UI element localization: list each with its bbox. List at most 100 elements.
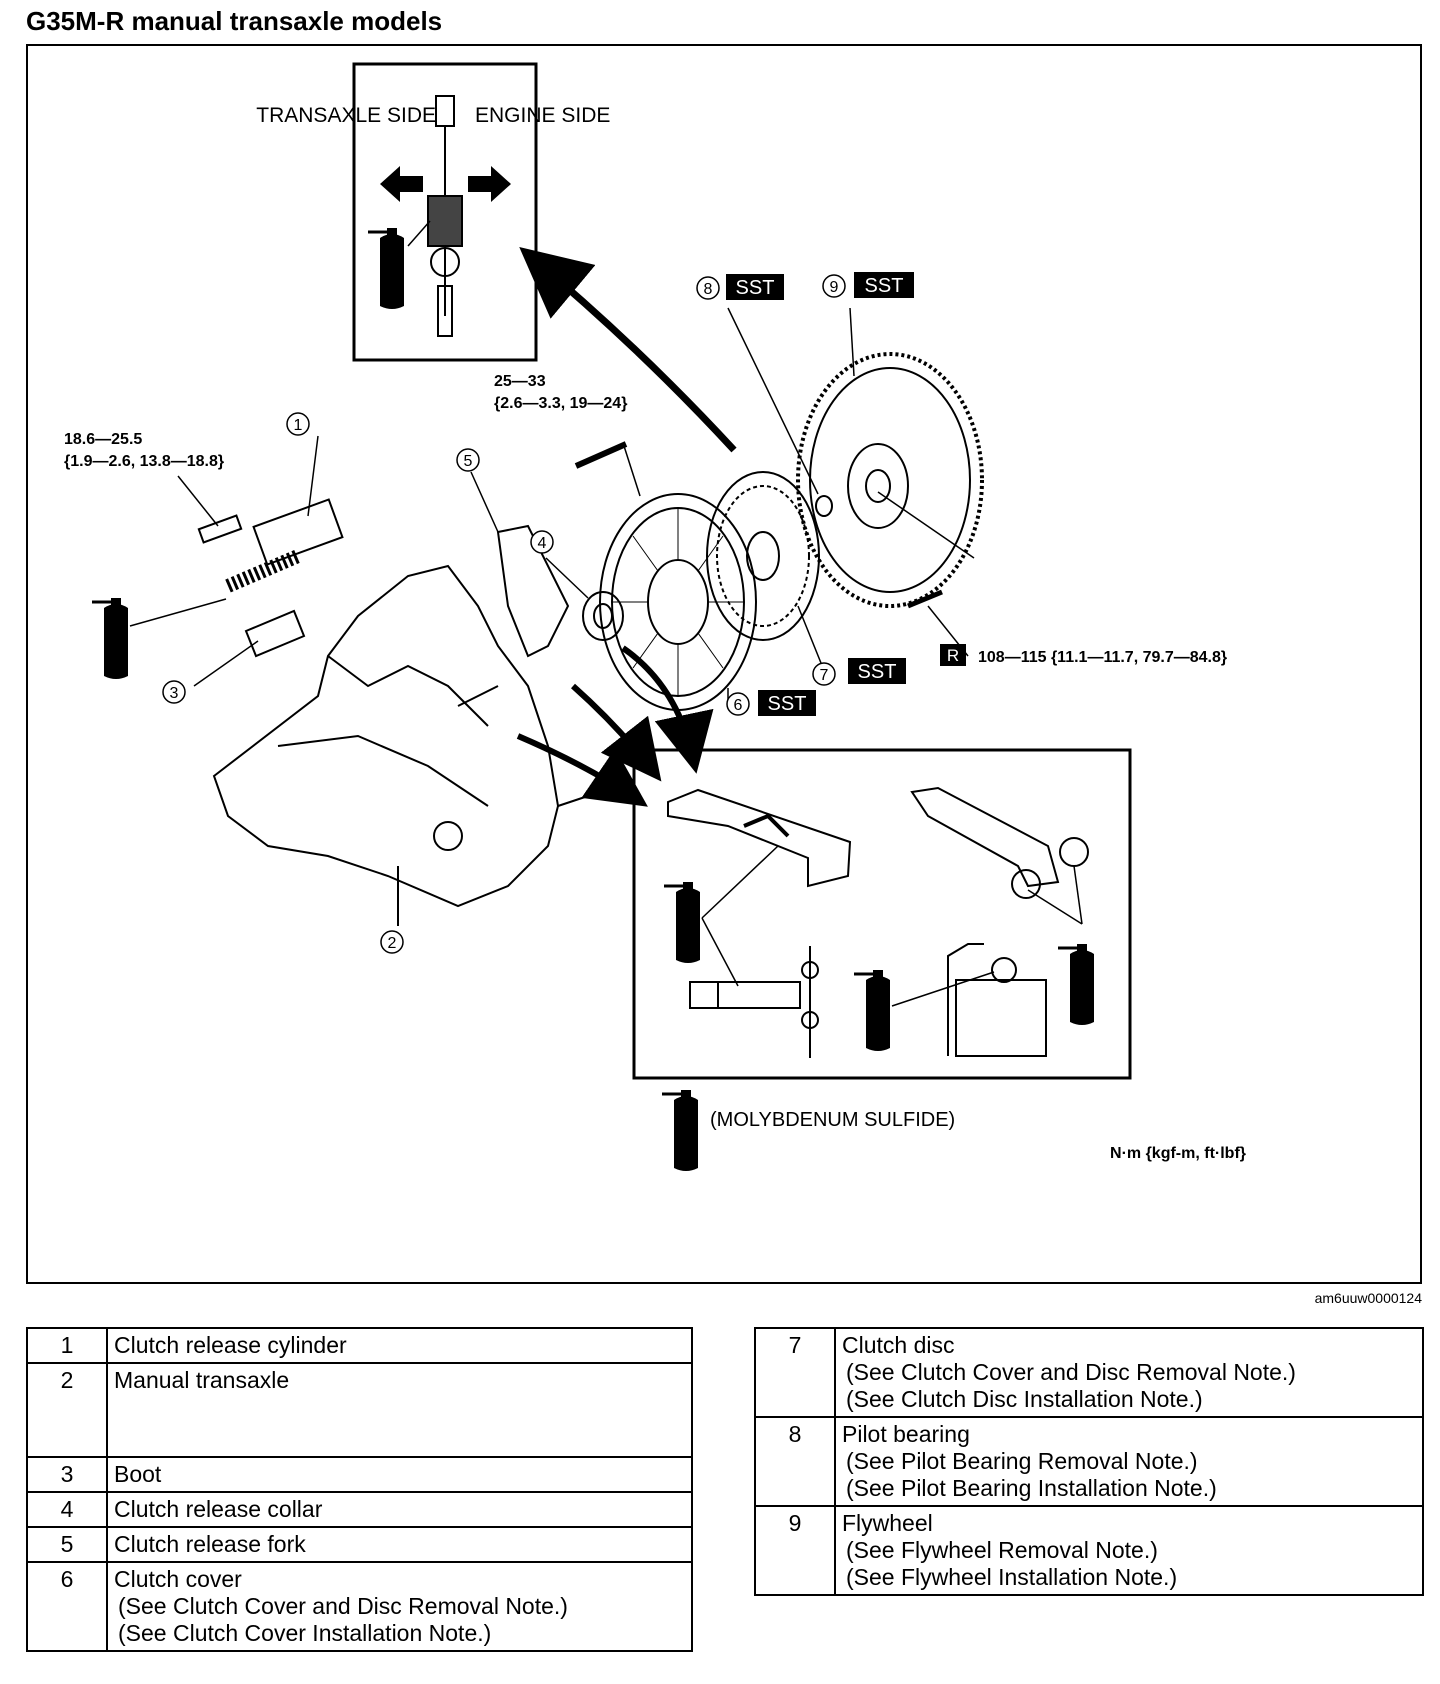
part-description: Clutch release collar <box>106 1491 693 1528</box>
part-description: Flywheel(See Flywheel Removal Note.)(See… <box>834 1505 1424 1596</box>
sst-badge-8: SST <box>726 274 784 300</box>
svg-text:SST: SST <box>858 661 897 683</box>
spring-icon <box>427 195 463 247</box>
svg-text:9: 9 <box>830 279 839 296</box>
arrow-right-icon <box>468 166 511 202</box>
part-number: 1 <box>26 1327 108 1364</box>
svg-text:3: 3 <box>170 685 179 702</box>
svg-text:2: 2 <box>388 935 397 952</box>
part-note: (See Clutch Cover and Disc Removal Note.… <box>118 1593 568 1619</box>
grease-icon <box>662 880 702 965</box>
part-number: 3 <box>26 1456 108 1493</box>
torque-cylinder-line1: 18.6—25.5 <box>64 431 142 448</box>
engine-side-label: ENGINE SIDE <box>475 104 610 127</box>
grease-icon <box>852 968 892 1053</box>
part-note: (See Clutch Disc Installation Note.) <box>846 1386 1203 1412</box>
clutch-release-fork <box>470 471 570 658</box>
part-number: 6 <box>26 1561 108 1652</box>
part-description: Clutch disc(See Clutch Cover and Disc Re… <box>834 1327 1424 1418</box>
torque-cover-line2: {2.6—3.3, 19—24} <box>494 395 627 412</box>
part-description: Boot <box>106 1456 693 1493</box>
svg-text:6: 6 <box>734 697 743 714</box>
part-description: Manual transaxle <box>106 1362 693 1458</box>
callout-4: 4 <box>530 530 554 554</box>
part-note: (See Pilot Bearing Installation Note.) <box>846 1475 1217 1501</box>
exploded-diagram: TRANSAXLE SIDE ENGINE SIDE 18.6—25.5 {1.… <box>64 62 1246 1173</box>
page-title: G35M-R manual transaxle models <box>26 6 443 36</box>
flywheel <box>796 307 984 657</box>
part-name: Manual transaxle <box>114 1367 290 1393</box>
grease-icon <box>660 1088 700 1173</box>
grease-icon <box>90 596 130 681</box>
inset-release-cylinder: TRANSAXLE SIDE ENGINE SIDE <box>256 62 610 362</box>
part-name: Pilot bearing <box>842 1421 970 1447</box>
part-number: 4 <box>26 1491 108 1528</box>
part-name: Clutch release collar <box>114 1496 323 1522</box>
callout-5: 5 <box>456 448 480 472</box>
callout-1: 1 <box>286 412 310 436</box>
svg-text:7: 7 <box>820 667 829 684</box>
callout-7: 7 <box>812 662 836 686</box>
manual-transaxle <box>212 564 589 926</box>
part-description: Clutch cover(See Clutch Cover and Disc R… <box>106 1561 693 1652</box>
part-note: (See Flywheel Installation Note.) <box>846 1564 1178 1590</box>
exploded-diagram-frame: TRANSAXLE SIDE ENGINE SIDE 18.6—25.5 {1.… <box>26 44 1422 1284</box>
sst-badge-9: SST <box>854 272 914 298</box>
part-name: Clutch release cylinder <box>114 1332 347 1358</box>
part-name: Flywheel <box>842 1510 933 1536</box>
callout-3: 3 <box>162 680 186 704</box>
molybdenum-note: (MOLYBDENUM SULFIDE) <box>710 1109 955 1131</box>
arrow-left-icon <box>380 166 423 202</box>
part-number: 5 <box>26 1526 108 1563</box>
callout-2: 2 <box>380 930 404 954</box>
part-description: Clutch release fork <box>106 1526 693 1563</box>
document-id: am6uuw0000124 <box>1314 1290 1422 1306</box>
clutch-cover <box>574 441 757 711</box>
part-number: 9 <box>754 1505 836 1596</box>
sst-badge-6: SST <box>758 690 816 716</box>
curved-arrow-to-top-inset <box>519 247 737 453</box>
svg-text:1: 1 <box>294 417 303 434</box>
part-name: Clutch release fork <box>114 1531 306 1557</box>
part-note: (See Pilot Bearing Removal Note.) <box>846 1448 1198 1474</box>
arrow-collar-to-inset <box>621 645 714 774</box>
part-number: 7 <box>754 1327 836 1418</box>
callout-6: 6 <box>726 692 750 716</box>
part-description: Clutch release cylinder <box>106 1327 693 1364</box>
arrow-shaft-to-inset <box>516 733 648 807</box>
torque-flywheel: 108—115 {11.1—11.7, 79.7—84.8} <box>978 649 1227 666</box>
svg-text:5: 5 <box>464 453 473 470</box>
part-name: Clutch disc <box>842 1332 955 1358</box>
svg-text:SST: SST <box>768 693 807 715</box>
part-note: (See Clutch Cover Installation Note.) <box>118 1620 492 1646</box>
grease-icon <box>366 226 406 311</box>
part-number: 2 <box>26 1362 108 1458</box>
callout-9: 9 <box>822 274 846 298</box>
grease-icon <box>1056 942 1096 1027</box>
svg-text:8: 8 <box>704 281 713 298</box>
sst-badge-7: SST <box>848 658 906 684</box>
unit-note: N·m {kgf-m, ft·lbf} <box>1110 1145 1246 1162</box>
part-note: (See Flywheel Removal Note.) <box>846 1537 1158 1563</box>
clutch-disc <box>706 471 824 669</box>
torque-cover-line1: 25—33 <box>494 373 546 390</box>
transaxle-side-label: TRANSAXLE SIDE <box>256 104 436 127</box>
part-number: 8 <box>754 1416 836 1507</box>
pilot-bearing <box>727 307 833 517</box>
part-name: Boot <box>114 1461 162 1487</box>
inset-lubrication-points <box>632 748 1132 1080</box>
part-note: (See Clutch Cover and Disc Removal Note.… <box>846 1359 1296 1385</box>
svg-text:4: 4 <box>538 535 547 552</box>
part-description: Pilot bearing(See Pilot Bearing Removal … <box>834 1416 1424 1507</box>
